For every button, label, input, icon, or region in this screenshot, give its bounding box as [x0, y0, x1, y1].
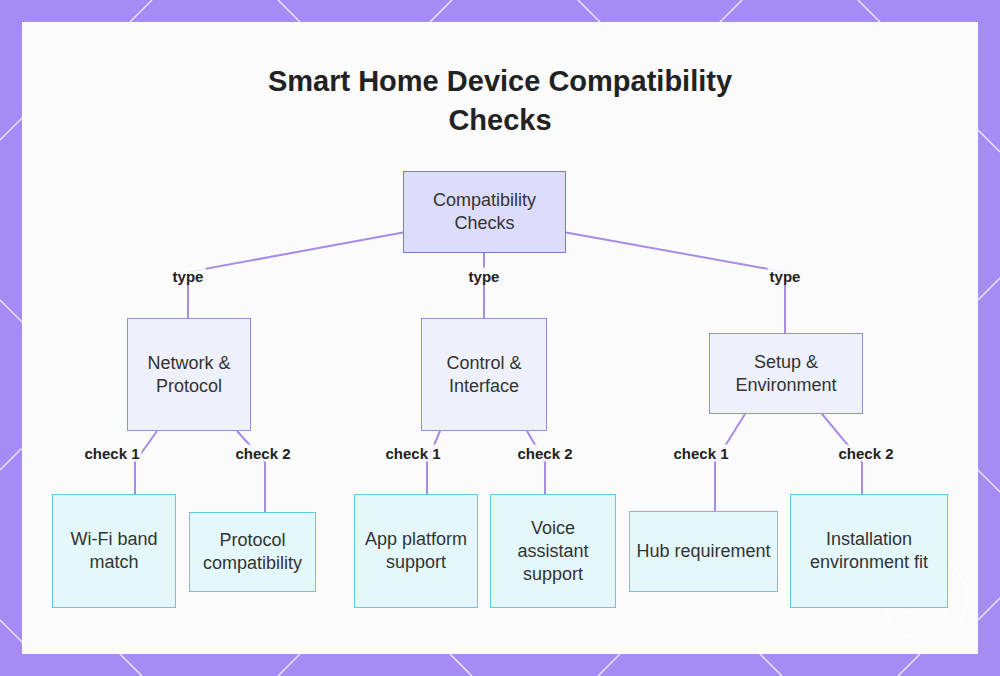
box-text-group: Hub requirement	[636, 540, 770, 563]
box-text-group: Control & Interface	[428, 352, 540, 398]
box-label: Wi-Fi band match	[59, 528, 169, 574]
edge-label: check 1	[383, 445, 442, 462]
edge-label: check 1	[82, 445, 141, 462]
edge-label: check 1	[671, 445, 730, 462]
root-box: Compatibility Checks	[403, 171, 566, 253]
diagram-title: Smart Home Device Compatibility Checks	[230, 62, 770, 140]
edge-label: type	[467, 268, 502, 285]
check-box: App platform support	[354, 494, 478, 608]
edge-label: check 2	[836, 445, 895, 462]
check-box: Installation environment fit	[790, 494, 948, 608]
box-label: Protocol compatibility	[196, 529, 309, 575]
check-box: Voice assistant support	[490, 494, 616, 608]
box-text-group: App platform support	[361, 528, 471, 574]
box-text-group: Network & Protocol	[134, 352, 244, 398]
connector-line	[566, 233, 785, 334]
box-label: Installation environment fit	[797, 528, 941, 574]
connector-line	[188, 233, 403, 319]
edge-label: type	[768, 268, 803, 285]
category-box: Setup & Environment	[709, 333, 863, 414]
box-label: Compatibility Checks	[410, 189, 559, 235]
edge-label: check 2	[515, 445, 574, 462]
connector-line	[527, 431, 545, 494]
connector-line	[427, 431, 440, 494]
check-box: Wi-Fi band match	[52, 494, 176, 608]
box-text-group: Voice assistant support	[497, 517, 609, 586]
box-label: Voice assistant support	[497, 517, 609, 586]
box-label: Control & Interface	[428, 352, 540, 398]
connector-line	[135, 431, 157, 494]
box-label: Hub requirement	[636, 540, 770, 563]
edge-label: check 2	[233, 445, 292, 462]
box-text-group: Installation environment fit	[797, 528, 941, 574]
check-box: Protocol compatibility	[189, 512, 316, 592]
check-box: Hub requirement	[629, 511, 778, 592]
box-label: Setup & Environment	[716, 351, 856, 397]
connector-line	[237, 431, 265, 512]
category-box: Control & Interface	[421, 318, 547, 431]
edge-label: type	[171, 268, 206, 285]
box-text-group: Compatibility Checks	[410, 189, 559, 235]
box-text-group: Wi-Fi band match	[59, 528, 169, 574]
connector-line	[483, 253, 485, 318]
box-label: App platform support	[361, 528, 471, 574]
box-text-group: Setup & Environment	[716, 351, 856, 397]
box-text-group: Protocol compatibility	[196, 529, 309, 575]
category-box: Network & Protocol	[127, 318, 251, 431]
connector-line	[715, 414, 745, 511]
box-label: Network & Protocol	[134, 352, 244, 398]
